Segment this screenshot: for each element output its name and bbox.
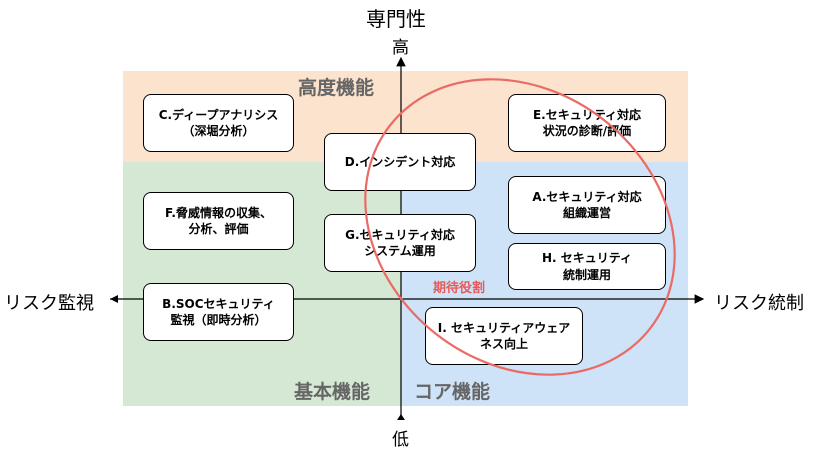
- box-d-incident-response: D.インシデント対応: [324, 133, 476, 191]
- box-b-line2: 監視（即時分析）: [170, 313, 267, 327]
- box-i-line1: I. セキュリティアウェア: [437, 320, 571, 335]
- box-g-line2: システム運用: [364, 244, 436, 258]
- box-c-line1: C.ディープアナリシス: [158, 107, 279, 122]
- box-b-line1: B.SOCセキュリティ: [162, 296, 275, 311]
- basic-function-label: 基本機能: [294, 381, 371, 403]
- advanced-function-label: 高度機能: [298, 77, 375, 99]
- box-f-line1: F.脅威情報の収集、: [165, 205, 272, 220]
- risk-control-label: リスク統制: [714, 293, 804, 314]
- box-f-line2: 分析、評価: [188, 222, 249, 236]
- risk-monitoring-label: リスク監視: [4, 293, 94, 314]
- box-i-security-awareness: I. セキュリティアウェアネス向上: [425, 307, 583, 365]
- box-i-line2: ネス向上: [479, 337, 528, 351]
- axis-high-label: 高: [392, 38, 409, 58]
- box-f-threat-intelligence: F.脅威情報の収集、分析、評価: [143, 192, 294, 250]
- box-c-line2: （深堀分析）: [182, 124, 255, 138]
- box-a-line2: 組織運営: [562, 206, 611, 220]
- box-g-security-system-operation: G.セキュリティ対応システム運用: [324, 214, 476, 272]
- expertise-axis-title: 専門性: [366, 7, 426, 31]
- box-b-soc-monitoring: B.SOCセキュリティ監視（即時分析）: [143, 283, 294, 341]
- box-d-line1: D.インシデント対応: [344, 154, 456, 169]
- axis-low-label: 低: [392, 430, 409, 450]
- box-g-line1: G.セキュリティ対応: [345, 227, 455, 242]
- box-h-security-control: H. セキュリティ統制運用: [508, 243, 666, 290]
- box-e-line1: E.セキュリティ対応: [532, 107, 642, 122]
- box-h-line2: 統制運用: [562, 267, 611, 282]
- box-c-deep-analysis: C.ディープアナリシス （深堀分析）: [143, 94, 294, 152]
- core-function-label: コア機能: [414, 381, 491, 403]
- box-e-line2: 状況の診断/評価: [542, 124, 632, 138]
- box-h-line1: H. セキュリティ: [541, 251, 633, 266]
- expected-role-label: 期待役割: [433, 281, 486, 296]
- box-a-security-organization: A.セキュリティ対応組織運営: [508, 176, 666, 234]
- box-a-line1: A.セキュリティ対応: [532, 189, 642, 204]
- box-e-security-assessment: E.セキュリティ対応状況の診断/評価: [508, 94, 666, 152]
